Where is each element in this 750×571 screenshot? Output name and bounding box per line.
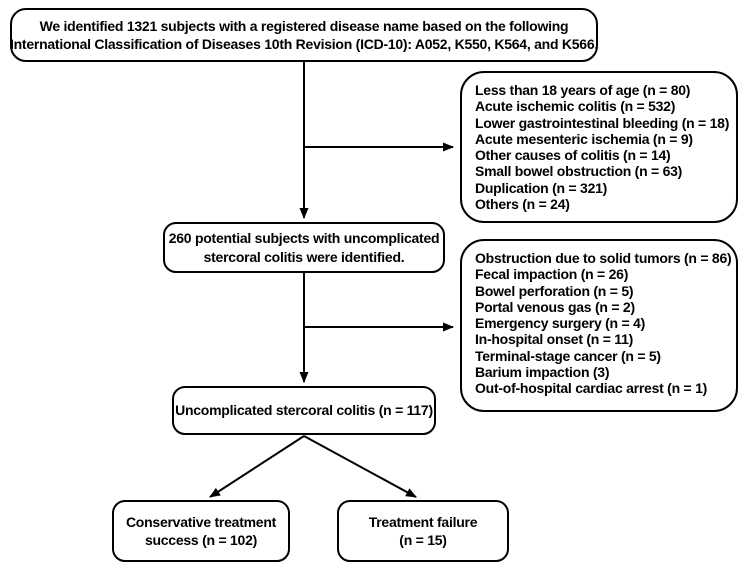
exclusion-item: Terminal-stage cancer (n = 5)	[475, 347, 661, 364]
exclusion-item: Emergency surgery (n = 4)	[475, 315, 645, 332]
box-exclusion-list-2: Obstruction due to solid tumors (n = 86)…	[460, 239, 738, 412]
arrow-uncomplicated-to-conservative	[209, 435, 305, 498]
exclusion-item: Lower gastrointestinal bleeding (n = 18)	[475, 114, 730, 131]
exclusion-item: Others (n = 24)	[475, 196, 570, 213]
box-uncomplicated-stercoral-colitis: Uncomplicated stercoral colitis (n = 117…	[172, 386, 436, 435]
conservative-line-2: success (n = 102)	[144, 532, 258, 548]
box-potential-subjects: 260 potential subjects with uncomplicate…	[163, 222, 445, 273]
failure-line-2: (n = 15)	[399, 532, 447, 548]
exclusion-item: Acute mesenteric ischemia (n = 9)	[475, 130, 693, 147]
exclusion-item: Portal venous gas (n = 2)	[475, 298, 635, 315]
exclusion-item: In-hospital onset (n = 11)	[475, 331, 634, 348]
box-treatment-failure: Treatment failure (n = 15)	[337, 500, 509, 562]
exclusion-item: Other causes of colitis (n = 14)	[475, 147, 671, 164]
exclusion-item: Out-of-hospital cardiac arrest (n = 1)	[475, 380, 708, 397]
box-exclusion-list-1: Less than 18 years of age (n = 80)Acute …	[460, 71, 738, 223]
arrow-uncomplicated-to-failure	[303, 435, 417, 498]
exclusion-item: Small bowel obstruction (n = 63)	[475, 163, 683, 180]
exclusion-item: Duplication (n = 321)	[475, 179, 608, 196]
potential-line-1: 260 potential subjects with uncomplicate…	[168, 230, 440, 246]
potential-line-2: stercoral colitis were identified.	[203, 248, 405, 265]
box-identified-subjects: We identified 1321 subjects with a regis…	[10, 8, 598, 62]
exclusion-item: Barium impaction (3)	[475, 364, 610, 381]
conservative-line-1: Conservative treatment	[125, 513, 277, 530]
exclusion-item: Less than 18 years of age (n = 80)	[475, 82, 691, 98]
uncomplicated-text: Uncomplicated stercoral colitis (n = 117…	[175, 402, 433, 419]
box-conservative-treatment-success: Conservative treatment success (n = 102)	[112, 500, 290, 562]
exclusion-item: Fecal impaction (n = 26)	[475, 266, 629, 283]
exclusion-item: Bowel perforation (n = 5)	[475, 282, 634, 299]
exclusion-item: Obstruction due to solid tumors (n = 86)	[475, 250, 732, 266]
identified-line-2: International Classification of Diseases…	[9, 36, 599, 52]
identified-line-1: We identified 1321 subjects with a regis…	[39, 17, 569, 34]
failure-line-1: Treatment failure	[368, 513, 478, 530]
exclusion-item: Acute ischemic colitis (n = 532)	[475, 98, 676, 115]
